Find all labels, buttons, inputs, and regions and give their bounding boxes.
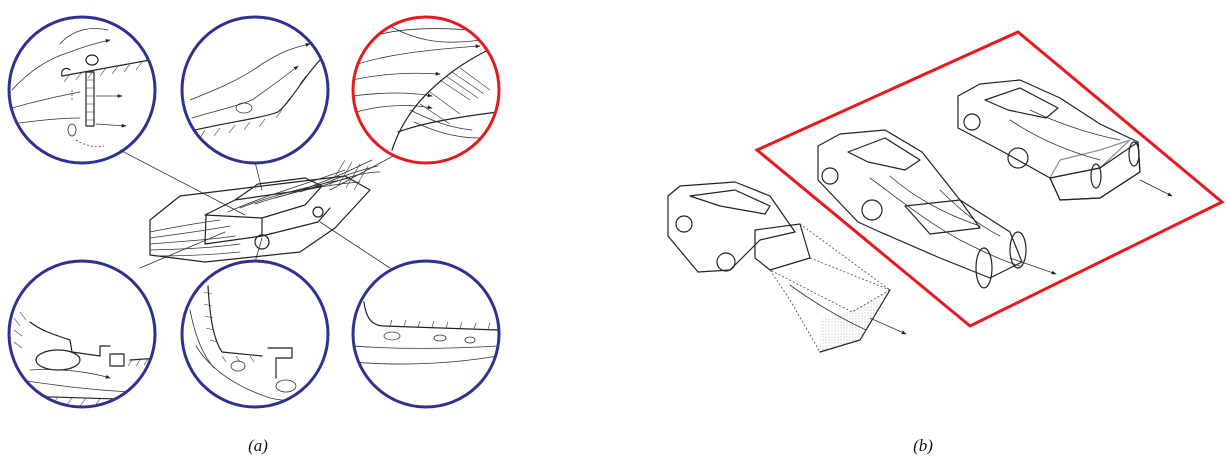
detail-circle-5 bbox=[180, 259, 330, 409]
panel-b bbox=[667, 30, 1225, 353]
detail-circle-3-highlighted bbox=[351, 15, 501, 165]
car-model-3 bbox=[957, 79, 1173, 201]
caption-a: (a) bbox=[248, 436, 268, 455]
detail-circle-1 bbox=[7, 15, 157, 165]
detail-circle-4 bbox=[7, 259, 157, 409]
detail-circle-2 bbox=[180, 15, 330, 165]
central-car-sketch bbox=[149, 159, 381, 263]
car-model-1 bbox=[667, 181, 907, 353]
caption-b: (b) bbox=[913, 436, 933, 455]
panel-a bbox=[7, 15, 501, 409]
leader-lines bbox=[119, 149, 396, 269]
highlight-box bbox=[754, 30, 1225, 328]
car-model-2 bbox=[817, 129, 1057, 289]
detail-circle-6 bbox=[351, 259, 501, 409]
